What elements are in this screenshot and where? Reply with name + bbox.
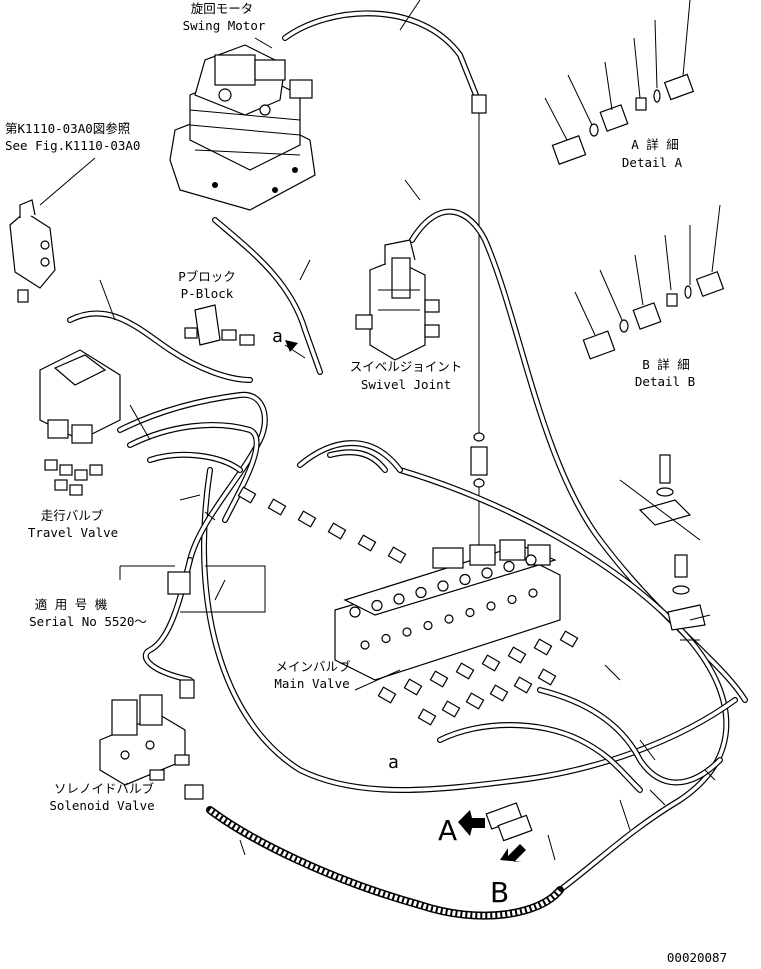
callout-a-lower: a — [388, 752, 399, 773]
valve-port — [481, 567, 493, 579]
hose-fitting — [267, 498, 287, 516]
hoses — [67, 10, 748, 920]
hose-fitting — [429, 670, 449, 688]
hose-fitting — [327, 522, 347, 540]
valve-port — [360, 640, 370, 650]
valve-port — [465, 607, 475, 618]
hose-fitting — [455, 662, 475, 680]
detail-a-parts — [544, 0, 695, 165]
detail-a-jp-label: A 詳 細 — [631, 137, 679, 152]
valve-port — [486, 601, 496, 611]
valve-port — [503, 560, 515, 573]
serial-en-label: Serial No 5520～ — [29, 614, 147, 629]
hose-fitting — [465, 692, 485, 710]
valve-port — [402, 627, 412, 637]
hose-fitting — [297, 510, 317, 528]
main-valve-en-label: Main Valve — [274, 676, 349, 691]
valve-port — [381, 633, 391, 644]
valve-port — [444, 614, 454, 624]
swivel-joint — [355, 239, 440, 361]
hose-fitting — [481, 654, 501, 672]
solenoid-valve-en-label: Solenoid Valve — [49, 798, 154, 813]
detail-a-en-label: Detail A — [622, 155, 683, 170]
travel-valve-jp-label: 走行バルブ — [41, 508, 104, 523]
p-block-en-label: P-Block — [181, 286, 234, 301]
valve-port — [415, 586, 427, 599]
p-block — [184, 304, 255, 346]
swing-motor-hose — [282, 10, 481, 103]
callout-a-upper: a — [272, 326, 283, 347]
swivel-joint-en-label: Swivel Joint — [361, 377, 451, 392]
main-valve — [334, 539, 561, 681]
hose-fitting — [377, 686, 397, 704]
swivel-joint-jp-label: スイベルジョイント — [350, 359, 463, 374]
leader-lines — [99, 0, 716, 861]
hose-fitting — [489, 684, 509, 702]
serial-bracket — [119, 565, 266, 613]
hose-fitting — [559, 630, 579, 648]
marker-a: A — [438, 814, 457, 847]
swing-motor-en-label: Swing Motor — [183, 18, 266, 33]
valve-port — [525, 554, 537, 566]
pilot-fitting-mid — [470, 446, 488, 476]
hose-fitting — [507, 646, 527, 664]
hose-fitting — [237, 486, 257, 504]
fittings — [237, 486, 579, 726]
valve-port — [437, 580, 449, 592]
travel-valve-en-label: Travel Valve — [28, 525, 118, 540]
hose-fitting — [417, 708, 437, 726]
serial-jp-label: 適 用 号 機 — [35, 597, 108, 612]
valve-port — [349, 606, 361, 618]
valve-port — [371, 599, 383, 612]
hose-fitting — [387, 546, 407, 564]
pilot-fitting-top — [471, 94, 487, 114]
hose-fitting — [513, 676, 533, 694]
p-block-jp-label: Pブロック — [178, 269, 236, 284]
valve-port — [423, 620, 433, 631]
see-fig-en-label: See Fig.K1110-03A0 — [5, 138, 140, 153]
travel-valve — [39, 349, 121, 496]
marker-b: B — [490, 876, 509, 909]
clamp-lower — [667, 554, 706, 631]
valve-port — [528, 588, 538, 598]
valve-port — [393, 593, 405, 605]
hose-fitting — [441, 700, 461, 718]
see-fig-jp-label: 第K1110-03A0図参照 — [5, 121, 130, 136]
hose-fitting — [357, 534, 377, 552]
hose-fitting — [533, 638, 553, 656]
hose-fitting — [403, 678, 423, 696]
valve-port — [459, 573, 471, 586]
swing-motor — [169, 37, 316, 211]
main-valve-jp-label: メインバルブ — [275, 659, 351, 674]
drawing-number: 00020087 — [667, 950, 727, 965]
solenoid-valve-jp-label: ソレノイドバルブ — [54, 781, 155, 796]
detail-b-parts — [574, 204, 725, 360]
detail-b-jp-label: B 詳 細 — [642, 357, 690, 372]
detail-b-en-label: Detail B — [635, 374, 695, 389]
hose-fitting — [537, 668, 557, 686]
arrow-a — [458, 810, 485, 836]
swing-motor-jp-label: 旋回モータ — [191, 1, 254, 16]
clamp-upper — [619, 454, 701, 541]
pilot-valve-component — [9, 199, 56, 303]
valve-port — [507, 594, 517, 605]
solenoid-valve — [99, 679, 204, 800]
arrow-b — [500, 844, 526, 862]
